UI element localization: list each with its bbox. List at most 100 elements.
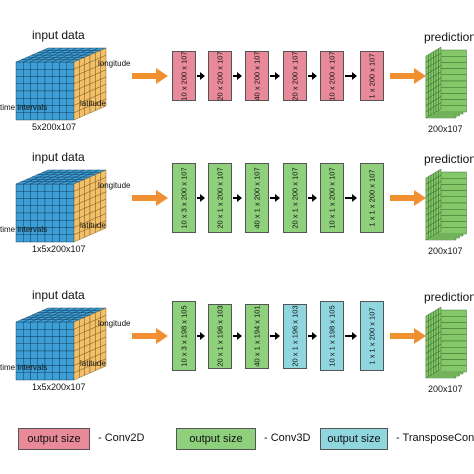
cube-cell <box>44 212 53 221</box>
input-data-title: input data <box>32 288 85 302</box>
layer-block-conv3d: 1 x 1 x 200 x 107 <box>360 163 384 233</box>
layer-output-size: 40 x 1 x 194 x 101 <box>252 305 262 367</box>
cube-cell <box>30 336 38 344</box>
cube-cell <box>66 191 75 199</box>
cube-cell <box>59 358 67 366</box>
cube-cell <box>23 321 31 330</box>
cube-cell <box>23 372 31 381</box>
cube-cell <box>66 205 75 214</box>
prediction-cell <box>428 368 432 377</box>
prediction-cell <box>430 228 434 238</box>
block-arrow <box>308 332 317 340</box>
layer-output-size: 10 x 1 x 200 x 107 <box>327 167 337 229</box>
cube-cell <box>44 90 53 99</box>
cube-cell <box>66 76 75 84</box>
prediction-cell <box>430 366 434 376</box>
cube-cell <box>66 212 75 221</box>
cube-cell <box>23 90 31 99</box>
layer-output-size: 1 x 200 x 107 <box>367 53 377 99</box>
cube-cell <box>59 329 67 337</box>
legend-label-transpose: - TransposeConv <box>396 432 474 444</box>
prediction-title: prediction <box>424 290 474 304</box>
input-arrow-shape <box>132 328 168 344</box>
cube-cell <box>23 329 31 337</box>
cube-cell <box>52 90 60 99</box>
cube-top-face <box>15 47 107 63</box>
prediction-map <box>425 46 467 119</box>
cube-cell <box>30 350 38 359</box>
latitude-label: latitude <box>80 221 106 230</box>
time-intervals-label: time intervals <box>0 103 48 112</box>
cube-cell <box>23 198 31 206</box>
block-arrow <box>197 194 205 202</box>
cube-cell <box>52 105 60 113</box>
cube-cell <box>59 76 67 84</box>
layer-output-size: 10 x 3 x 198 x 105 <box>179 305 189 367</box>
cube-cell <box>23 83 31 92</box>
cube-cell <box>59 234 67 243</box>
cube-side-face <box>73 47 107 121</box>
cube-cell <box>15 90 24 99</box>
input-shape-label: 1x5x200x107 <box>32 382 86 392</box>
block-arrow <box>345 194 357 202</box>
cube-front-face <box>15 61 75 121</box>
cube-cell <box>66 234 75 243</box>
cube-cell <box>66 105 75 113</box>
cube-cell <box>15 329 24 337</box>
cube-cell <box>30 112 38 121</box>
cube-cell <box>66 358 75 366</box>
layer-block-conv2d: 20 x 200 x 107 <box>208 51 232 101</box>
latitude-label: latitude <box>80 359 106 368</box>
layer-block-conv3d: 10 x 1 x 200 x 107 <box>320 163 344 233</box>
cube-cell <box>52 227 60 235</box>
cube-cell <box>44 183 53 192</box>
cube-cell <box>44 372 53 381</box>
cube-cell <box>59 372 67 381</box>
cube-cell <box>52 234 60 243</box>
cube-cell <box>52 358 60 366</box>
cube-cell <box>66 365 75 373</box>
cube-cell <box>52 212 60 221</box>
layer-output-size: 20 x 1 x 200 x 107 <box>290 167 300 229</box>
input-arrow <box>132 328 168 344</box>
layer-output-size: 10 x 3 x 200 x 107 <box>179 167 189 229</box>
block-arrow <box>308 194 317 202</box>
cube-cell <box>59 183 67 192</box>
layer-output-size: 10 x 1 x 198 x 105 <box>327 305 337 367</box>
cube-cell <box>30 90 38 99</box>
prediction-cell <box>438 102 442 111</box>
cube-cell <box>59 227 67 235</box>
prediction-cell <box>435 225 439 235</box>
layer-output-size: 40 x 1 x 200 x 107 <box>252 167 262 229</box>
cube-cell <box>44 76 53 84</box>
prediction-grid <box>425 46 467 119</box>
cube-cell <box>44 61 53 70</box>
input-shape-label: 5x200x107 <box>32 122 77 132</box>
cube-cell <box>59 336 67 344</box>
block-arrow <box>197 72 205 80</box>
cube-cell <box>59 350 67 359</box>
cube-cell <box>59 112 67 121</box>
cube-cell <box>52 205 60 214</box>
cube-cell <box>30 205 38 214</box>
cube-cell <box>44 343 53 352</box>
cube-cell <box>59 365 67 373</box>
cube-cell <box>59 105 67 113</box>
cube-cell <box>52 112 60 121</box>
cube-cell <box>15 350 24 359</box>
cube-cell <box>66 321 75 330</box>
cube-cell <box>30 372 38 381</box>
input-data-title: input data <box>32 150 85 164</box>
cube-cell <box>30 321 38 330</box>
cube-top-face <box>15 169 107 185</box>
cube-cell <box>37 61 46 70</box>
longitude-label: longitude <box>98 319 131 328</box>
input-cube <box>15 169 107 243</box>
block-arrow <box>270 72 280 80</box>
cube-cell <box>15 112 24 121</box>
cube-cell <box>66 69 75 77</box>
prediction-cell <box>430 106 434 116</box>
block-arrow <box>345 72 357 80</box>
layer-output-size: 20 x 200 x 107 <box>290 51 300 101</box>
